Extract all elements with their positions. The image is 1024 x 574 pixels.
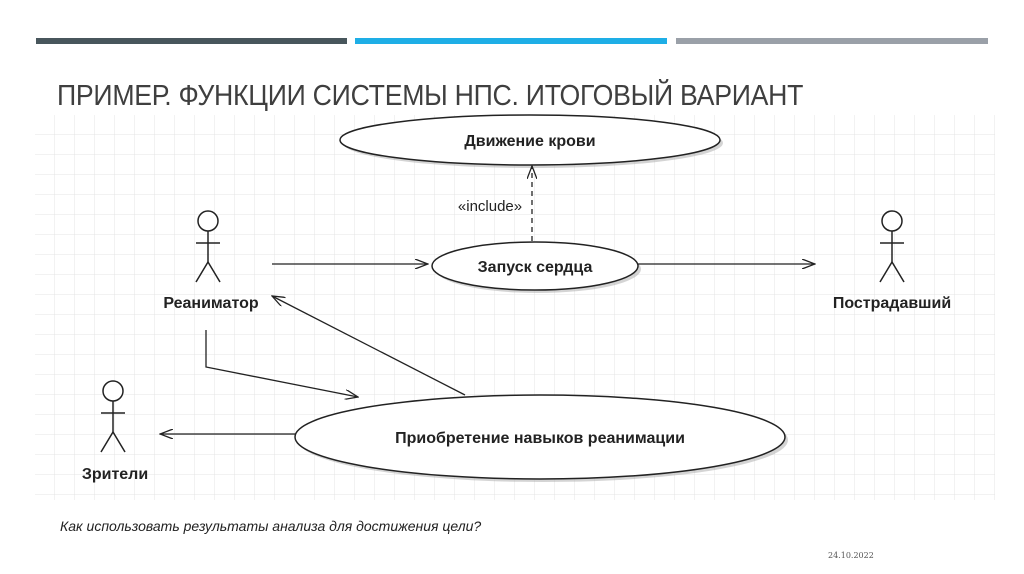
svg-text:Движение крови: Движение крови: [464, 133, 595, 150]
slide-title: ПРИМЕР. ФУНКЦИИ СИСТЕМЫ НПС. ИТОГОВЫЙ ВА…: [57, 80, 804, 112]
actor-label-victim: Пострадавший: [833, 295, 951, 312]
actor-spectators: [100, 380, 126, 453]
header-bar-blue: [355, 38, 667, 44]
arrow-skills-reanimator: [272, 296, 466, 396]
actor-label-spectators: Зрители: [82, 466, 148, 483]
use-case-resuscitation-skills: Приобретение навыков реанимации: [294, 394, 788, 482]
header-bar-gray: [676, 38, 988, 44]
svg-text:Запуск сердца: Запуск сердца: [478, 259, 593, 276]
actor-victim: [879, 210, 905, 283]
actor-label-reanimator: Реаниматор: [163, 295, 258, 312]
slide-caption: Как использовать результаты анализа для …: [60, 518, 482, 534]
arrow-reanimator-skills: [205, 330, 358, 397]
actor-reanimator: [195, 210, 221, 283]
include-label: «include»: [458, 198, 522, 215]
use-case-blood-flow: Движение крови: [339, 114, 723, 168]
use-case-heart-start: Запуск сердца: [431, 241, 641, 293]
header-bar-dark: [36, 38, 347, 44]
svg-text:Приобретение навыков реанимаци: Приобретение навыков реанимации: [395, 430, 685, 447]
slide-date: 24.10.2022: [828, 551, 874, 560]
